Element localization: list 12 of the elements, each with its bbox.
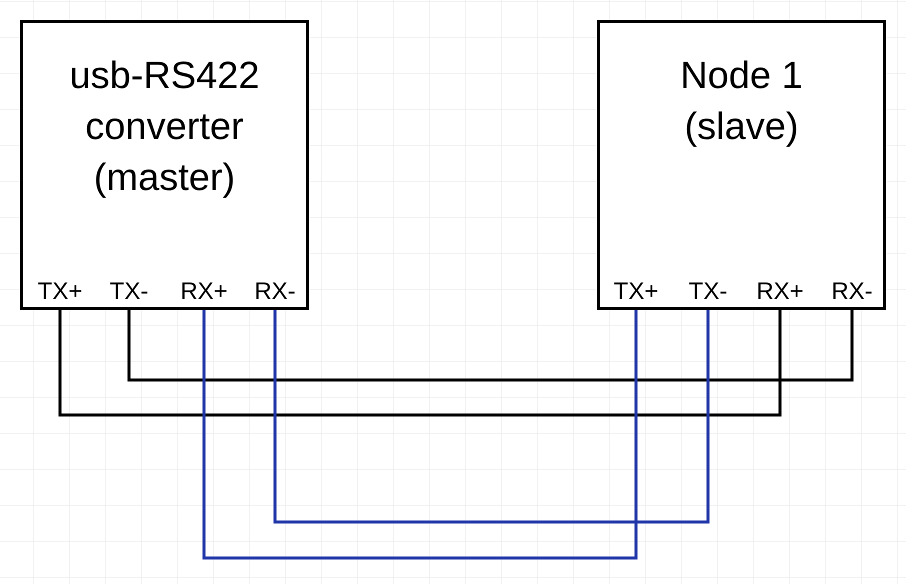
pin-label: TX+ bbox=[614, 279, 658, 305]
device-box bbox=[597, 20, 886, 310]
pin-label: TX- bbox=[110, 279, 148, 305]
pin-label: RX- bbox=[254, 279, 296, 305]
pin-label: RX- bbox=[831, 279, 873, 305]
pin-label: TX- bbox=[688, 279, 728, 305]
device-label: Node 1 (slave) bbox=[679, 54, 804, 150]
device-box bbox=[20, 20, 309, 310]
pin-label: RX+ bbox=[756, 279, 804, 305]
device-label: usb-RS422 converter (master) bbox=[68, 54, 261, 201]
pin-label: RX+ bbox=[180, 279, 228, 305]
pin-label: TX+ bbox=[38, 279, 82, 305]
